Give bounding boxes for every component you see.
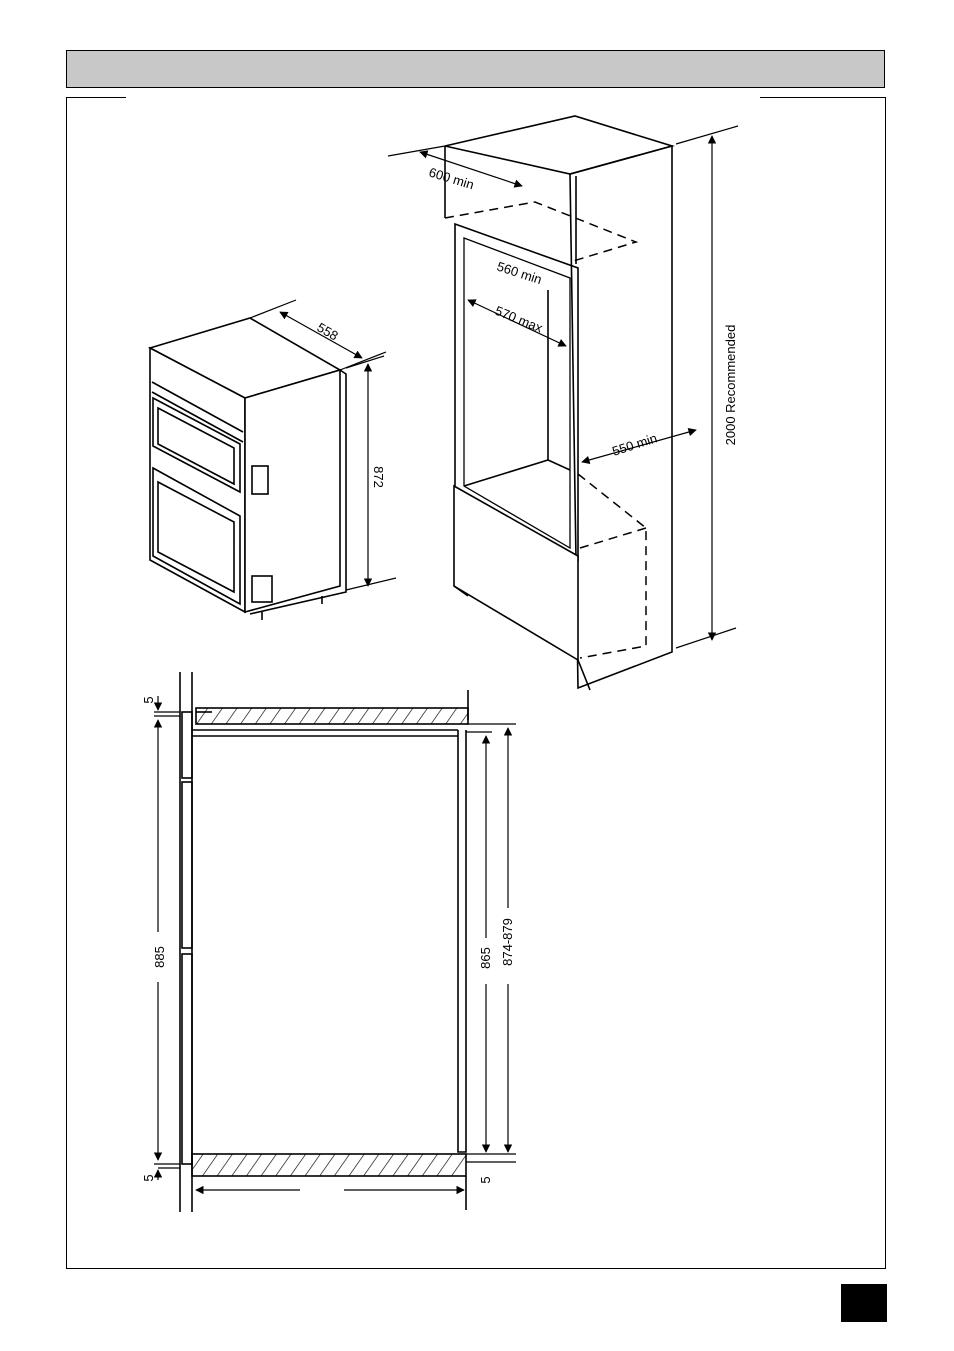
page-number-block [841,1284,887,1322]
cabinet-opening-label: 570 max [493,303,545,336]
cabinet-height-dimension [675,125,739,649]
cabinet-depth-dimension [387,145,523,188]
cabinet-gap-label: 560 min [495,259,544,288]
section-opening-label: 885 [152,946,167,968]
cross-section-drawing [179,672,469,1212]
section-top-gap-label: 5 [141,696,156,703]
cabinet-base-label: 550 min [610,430,659,459]
oven-depth-label: 558 [315,320,341,344]
section-inner-label: 865 [478,947,493,969]
double-oven-drawing [147,317,347,620]
section-right-gap-label: 5 [478,1176,493,1183]
oven-height-label: 872 [371,466,386,488]
cabinet-height-label: 2000 Recommended [723,325,738,446]
oven-height-dimension [345,355,397,591]
cabinet-opening-dimension [467,299,567,347]
header-bar [66,50,885,88]
section-range-label: 874-879 [500,918,515,966]
section-right-dimensions [466,723,516,1163]
housing-cabinet-drawing [444,115,675,691]
section-left-dimensions [153,696,180,1180]
cabinet-base-dimension [581,427,697,465]
cabinet-hidden-lines [444,201,647,659]
section-bottom-gap-label: 5 [141,1174,156,1181]
